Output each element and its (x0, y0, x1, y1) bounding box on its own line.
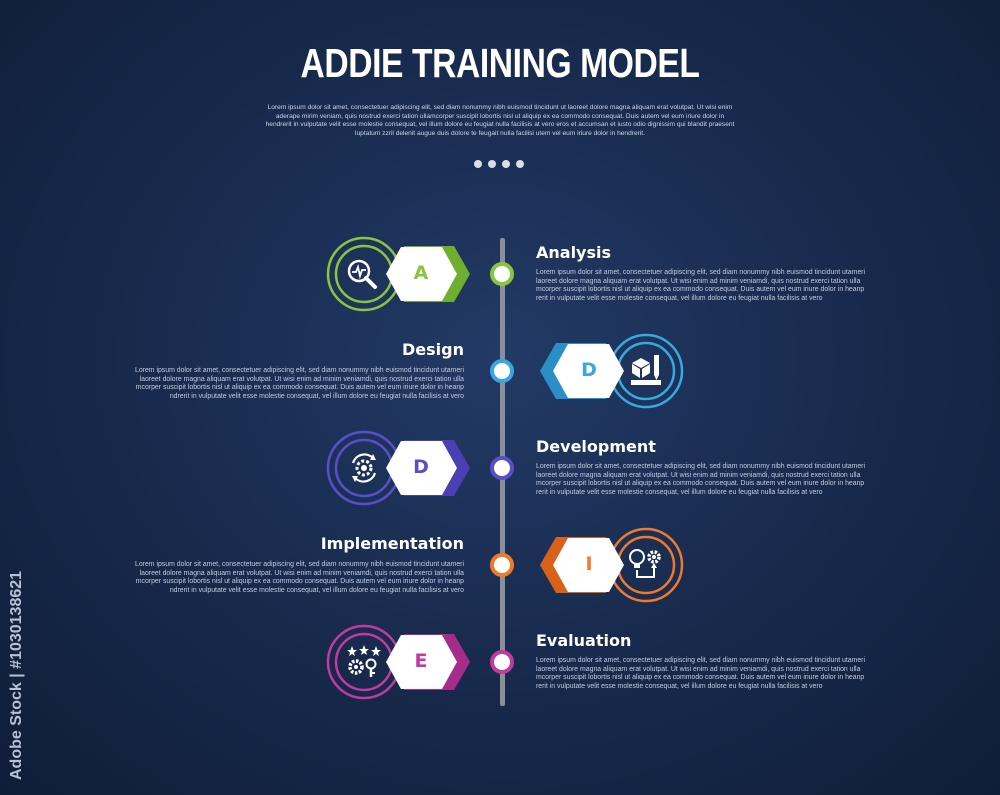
timeline-node-design (490, 359, 514, 383)
page-title: ADDIE TRAINING MODEL (300, 40, 700, 86)
badge-letter: I (585, 553, 593, 575)
evaluation-stars-gears-icon (347, 645, 381, 677)
stock-watermark: Adobe Stock | #1030138621 (8, 570, 25, 780)
analysis-magnifier-icon (347, 259, 377, 289)
badge-development: D (326, 430, 476, 506)
step-title-analysis: Analysis (536, 243, 612, 262)
badge-letter: A (413, 262, 429, 284)
badge-analysis: A (326, 236, 476, 312)
page-subtitle: Lorem ipsum dolor sit amet, consectetuer… (265, 104, 735, 138)
dot (502, 160, 510, 168)
step-desc-evaluation: Lorem ipsum dolor sit amet, consectetuer… (536, 657, 865, 691)
timeline-node-implementation (490, 553, 514, 577)
badge-letter: E (414, 650, 428, 672)
badge-design: D (534, 333, 684, 409)
badge-implementation: I (534, 527, 684, 603)
badge-letter: D (581, 359, 597, 381)
step-desc-design: Lorem ipsum dolor sit amet, consectetuer… (135, 367, 464, 401)
step-title-implementation: Implementation (320, 534, 464, 553)
development-gear-cycle-icon (351, 453, 377, 483)
timeline-node-evaluation (490, 650, 514, 674)
step-desc-analysis: Lorem ipsum dolor sit amet, consectetuer… (536, 269, 865, 303)
dot (488, 160, 496, 168)
step-title-development: Development (536, 437, 656, 456)
step-title-evaluation: Evaluation (536, 631, 632, 650)
dot (474, 160, 482, 168)
step-desc-implementation: Lorem ipsum dolor sit amet, consectetuer… (135, 561, 464, 595)
dot (516, 160, 524, 168)
pagination-dots (474, 160, 524, 168)
step-desc-development: Lorem ipsum dolor sit amet, consectetuer… (536, 463, 865, 497)
badge-letter: D (413, 456, 429, 478)
implementation-bulb-gear-icon (629, 549, 661, 578)
timeline-node-development (490, 456, 514, 480)
step-title-design: Design (402, 340, 464, 359)
badge-evaluation: E (326, 624, 476, 700)
timeline-node-analysis (490, 262, 514, 286)
design-cube-ruler-icon (631, 355, 661, 385)
